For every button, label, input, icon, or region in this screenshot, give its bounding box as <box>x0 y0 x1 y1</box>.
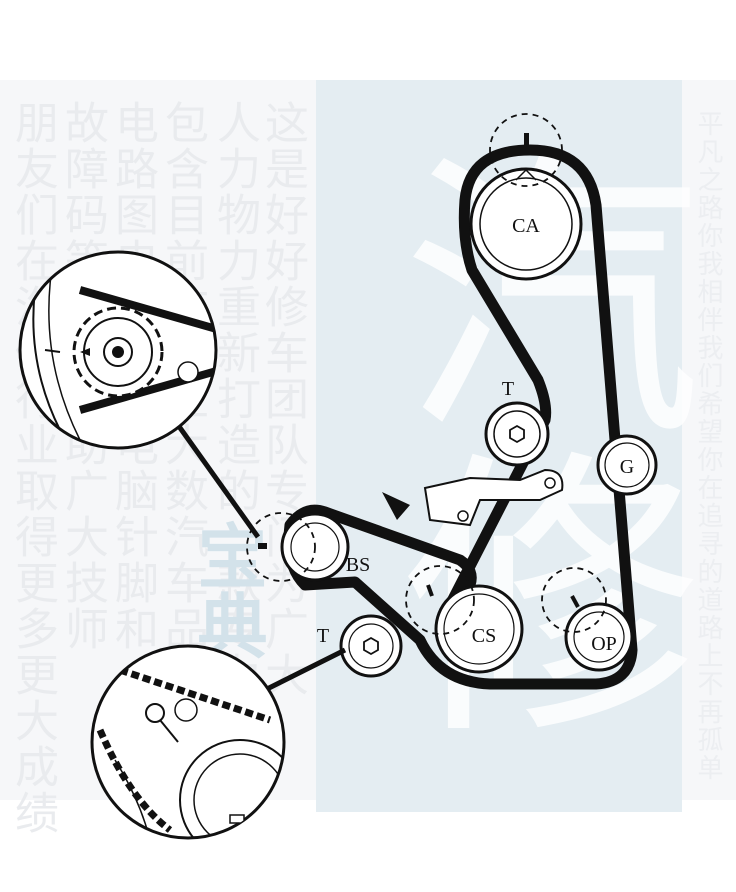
camshaft-pulley: CA <box>469 113 583 281</box>
camshaft-timing-mark <box>524 133 529 149</box>
generator-pulley: G <box>596 434 658 496</box>
watermark-column-2: 人力物力重新打造的一款专为修 <box>209 100 260 744</box>
upper-tensioner-pulley: T <box>484 378 550 467</box>
watermark-column-6: 朋友们在汽修行业取得更多更大成绩 <box>7 100 58 836</box>
lower-tensioner-pulley: T <box>317 614 403 678</box>
leader-line-top <box>175 423 261 539</box>
lower-tensioner-label: T <box>317 625 329 647</box>
balance-shaft-timing-mark-circle <box>246 512 316 582</box>
balance-shaft-pulley: BS <box>246 512 370 582</box>
watermark-right-column: 平凡之路你我相伴我们希望你在追寻的道路上不再孤单 <box>693 110 723 782</box>
oil-pump-label: OP <box>591 633 617 655</box>
watermark-brand: 宝典 <box>186 520 268 660</box>
generator-label: G <box>620 456 634 478</box>
tensioner-bracket <box>382 468 564 527</box>
oil-pump-timing-mark-circle <box>541 567 607 633</box>
watermark-column-1: 这是好好修车团队专门为广大 <box>257 100 308 698</box>
detail-inset-balance-sprocket <box>18 250 218 450</box>
upper-tensioner-label: T <box>502 378 514 400</box>
crankshaft-label: CS <box>472 625 496 647</box>
crankshaft-timing-mark-circle <box>405 565 475 635</box>
camshaft-timing-mark-circle <box>489 113 563 187</box>
crankshaft-pulley: CS <box>405 565 524 674</box>
balance-shaft-timing-mark <box>258 543 267 549</box>
leader-line-bottom <box>263 647 347 693</box>
watermark-right-panel <box>682 80 736 800</box>
arrow-marker-icon <box>382 492 410 520</box>
camshaft-label: CA <box>512 215 540 237</box>
balance-shaft-label: BS <box>346 554 370 576</box>
detail-inset-crank-sprocket <box>90 644 286 840</box>
oil-pump-pulley: OP <box>541 567 634 672</box>
timing-belt <box>283 144 638 690</box>
